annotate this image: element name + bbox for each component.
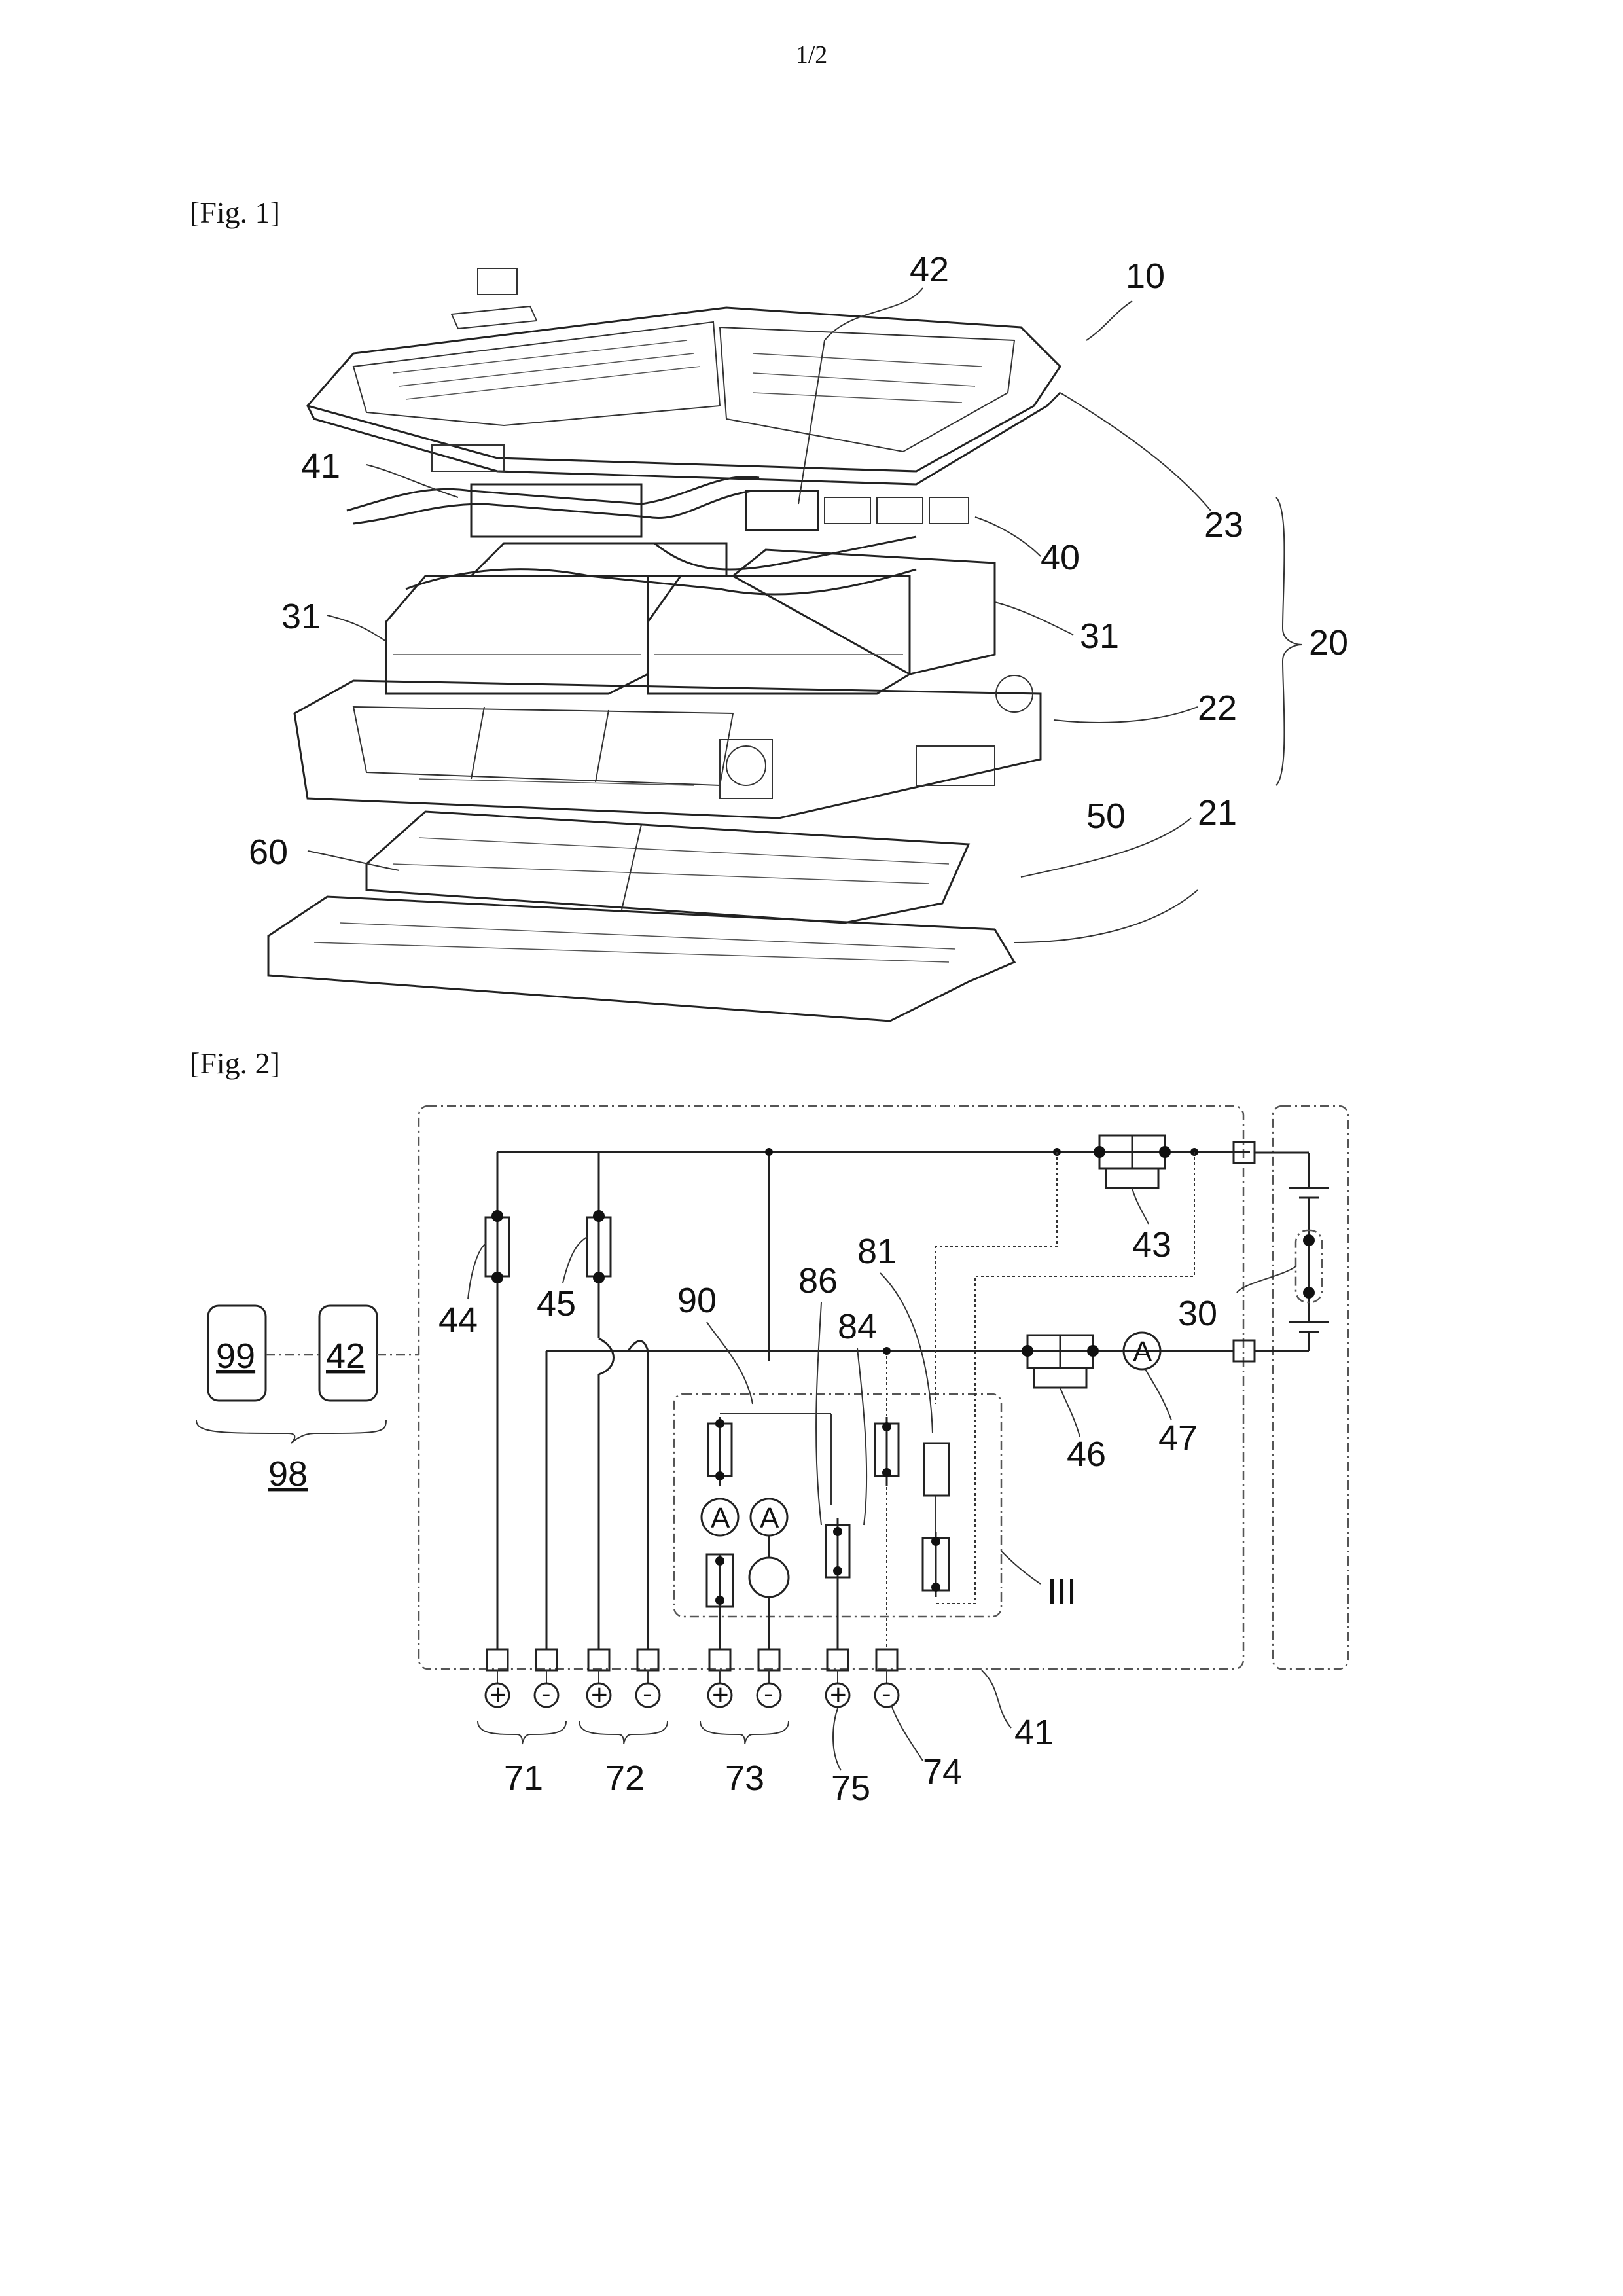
relay-43 bbox=[1094, 1136, 1171, 1188]
ref-23: 23 bbox=[1204, 505, 1243, 545]
ref-99: 99 bbox=[216, 1336, 255, 1376]
ref-71: 71 bbox=[504, 1759, 543, 1798]
fig1-drawing: 42 10 41 23 40 31 31 20 22 21 50 60 bbox=[249, 250, 1348, 1021]
bottom-plates bbox=[268, 812, 1014, 1021]
ref-72: 72 bbox=[605, 1759, 645, 1798]
ref-45: 45 bbox=[537, 1284, 576, 1323]
svg-text:A: A bbox=[760, 1502, 779, 1534]
ref-41-fig2: 41 bbox=[1014, 1713, 1054, 1752]
ref-43: 43 bbox=[1132, 1225, 1171, 1265]
ref-10: 10 bbox=[1126, 257, 1165, 296]
svg-text:+: + bbox=[490, 1679, 507, 1711]
ref-75: 75 bbox=[831, 1768, 870, 1808]
relay-46 bbox=[1022, 1335, 1099, 1388]
ref-47: 47 bbox=[1158, 1418, 1198, 1458]
ref-21: 21 bbox=[1198, 793, 1237, 833]
ref-50: 50 bbox=[1086, 797, 1126, 836]
ref-40: 40 bbox=[1041, 538, 1080, 577]
ref-30: 30 bbox=[1178, 1294, 1217, 1333]
svg-text:-: - bbox=[764, 1677, 774, 1710]
ref-46: 46 bbox=[1067, 1435, 1106, 1474]
ref-86: 86 bbox=[798, 1261, 838, 1300]
fig2-drawing: 99 42 98 44 45 bbox=[196, 1106, 1348, 1808]
top-cover bbox=[308, 268, 1060, 484]
ref-31-left: 31 bbox=[281, 597, 321, 636]
ref-98: 98 bbox=[268, 1454, 308, 1494]
ref-22: 22 bbox=[1198, 689, 1237, 728]
ref-31-right: 31 bbox=[1080, 617, 1119, 656]
fuse-45 bbox=[587, 1210, 611, 1283]
ref-III: III bbox=[1047, 1572, 1077, 1611]
housing-41-boundary bbox=[419, 1106, 1243, 1669]
battery-modules bbox=[386, 543, 995, 694]
ref-20: 20 bbox=[1309, 623, 1348, 662]
lower-housing bbox=[294, 675, 1041, 818]
ref-90: 90 bbox=[677, 1281, 717, 1320]
ref-41-fig1: 41 bbox=[301, 446, 340, 486]
svg-text:-: - bbox=[643, 1677, 652, 1710]
svg-text:+: + bbox=[591, 1679, 608, 1711]
bottom-terminals: + - + - + - + - bbox=[486, 1649, 899, 1711]
fuse-44 bbox=[486, 1210, 509, 1283]
svg-text:+: + bbox=[712, 1679, 729, 1711]
ref-60: 60 bbox=[249, 833, 288, 872]
ref-73: 73 bbox=[725, 1759, 764, 1798]
ref-84: 84 bbox=[838, 1307, 877, 1346]
ref-42-fig1: 42 bbox=[910, 250, 949, 289]
ref-42-fig2: 42 bbox=[326, 1336, 365, 1376]
svg-text:+: + bbox=[830, 1679, 847, 1711]
ref-74: 74 bbox=[923, 1752, 962, 1791]
ref-81: 81 bbox=[857, 1232, 897, 1271]
svg-text:-: - bbox=[882, 1677, 891, 1710]
ref-44: 44 bbox=[438, 1300, 478, 1340]
svg-text:A: A bbox=[711, 1502, 730, 1534]
svg-text:A: A bbox=[1133, 1336, 1152, 1368]
battery-boundary bbox=[1273, 1106, 1348, 1669]
circuit-III-components: A A bbox=[702, 1414, 949, 1649]
svg-text:-: - bbox=[541, 1677, 551, 1710]
